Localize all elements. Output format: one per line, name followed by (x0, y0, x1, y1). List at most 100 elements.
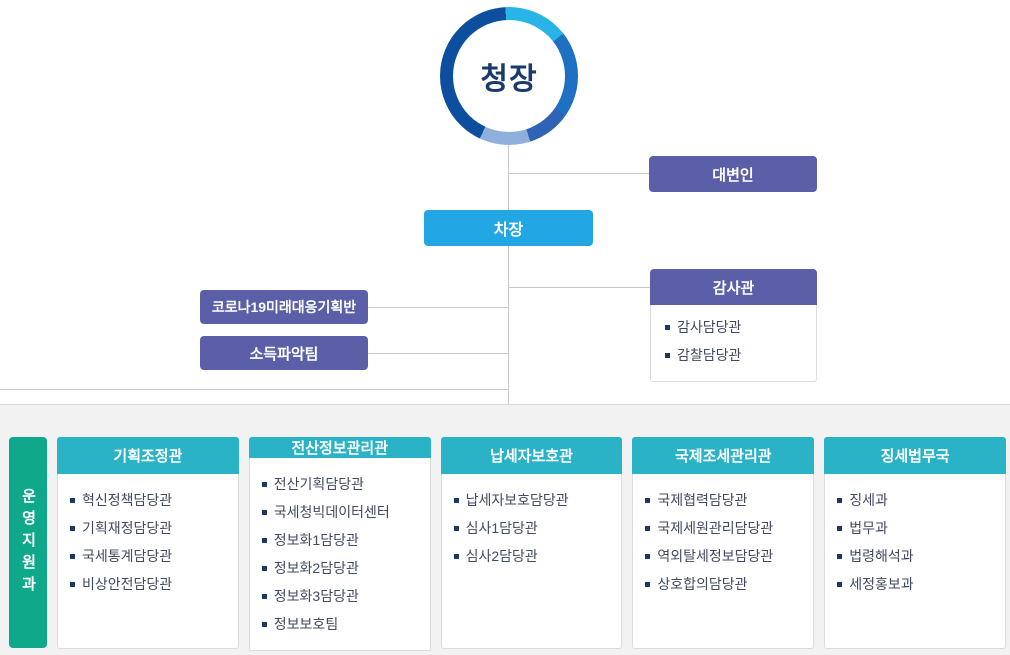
department-columns: 기획조정관 혁신정책담당관 기획재정담당관 국세통계담당관 (57, 437, 1006, 651)
department-list-item[interactable]: 납세자보호담당관 (453, 486, 610, 514)
square-bullet-icon (837, 581, 843, 587)
department-header[interactable]: 기획조정관 (57, 437, 239, 474)
audit-connector-line (509, 287, 650, 288)
department-label: 전산정보관리관 (291, 440, 388, 457)
square-bullet-icon (261, 565, 267, 571)
department-item-label: 전산기획담당관 (273, 476, 364, 492)
audit-item-label: 감찰담당관 (677, 347, 742, 363)
department-item-label: 기획재정담당관 (82, 520, 173, 536)
department-list-item[interactable]: 정보보호팀 (261, 610, 418, 638)
audit-label: 감사관 (712, 279, 755, 297)
department-item-list: 징세과 법무과 법령해석과 세정홍보과 (837, 486, 993, 598)
department-list-item[interactable]: 정보화1담당관 (261, 526, 418, 554)
square-bullet-icon (261, 593, 267, 599)
department-column: 징세법무국 징세과 법무과 법령해석과 (824, 437, 1006, 649)
department-list-item[interactable]: 역외탈세정보담당관 (645, 542, 801, 570)
department-body: 납세자보호담당관 심사1담당관 심사2담당관 (440, 474, 623, 649)
department-list-item[interactable]: 국세통계담당관 (70, 542, 226, 570)
audit-group: 감사관 감사담당관 감찰담당관 (650, 269, 817, 382)
square-bullet-icon (261, 537, 267, 543)
department-header[interactable]: 납세자보호관 (440, 437, 623, 474)
square-bullet-icon (70, 525, 75, 531)
department-item-label: 세정홍보과 (849, 576, 914, 592)
department-item-label: 심사2담당관 (465, 548, 538, 564)
square-bullet-icon (665, 324, 670, 330)
department-label: 국제조세관리관 (674, 448, 772, 465)
department-column: 기획조정관 혁신정책담당관 기획재정담당관 국세통계담당관 (57, 437, 239, 649)
department-header[interactable]: 국제조세관리관 (632, 437, 815, 474)
department-list-item[interactable]: 징세과 (837, 486, 993, 514)
audit-item-list: 감사담당관 감찰담당관 (665, 313, 802, 369)
department-item-label: 정보화1담당관 (273, 532, 359, 548)
department-column: 납세자보호관 납세자보호담당관 심사1담당관 심사2담당관 (440, 437, 623, 649)
department-item-list: 국제협력담당관 국제세원관리담당관 역외탈세정보담당관 상호합의담당관 (645, 486, 801, 598)
audit-header[interactable]: 감사관 (650, 269, 817, 305)
taskforce-covid19-label: 코로나19미래대응기획반 (211, 299, 357, 315)
department-header[interactable]: 징세법무국 (824, 437, 1006, 474)
department-item-label: 정보화3담당관 (273, 588, 359, 604)
deputy-commissioner-node[interactable]: 차장 (424, 210, 593, 246)
audit-item-label: 감사담당관 (677, 319, 742, 335)
square-bullet-icon (837, 497, 843, 503)
square-bullet-icon (837, 525, 843, 531)
department-list-item[interactable]: 심사1담당관 (453, 514, 610, 542)
department-list-item[interactable]: 국제협력담당관 (645, 486, 801, 514)
trunk-line (508, 145, 509, 405)
department-list-item[interactable]: 심사2담당관 (453, 542, 610, 570)
department-item-label: 상호합의담당관 (657, 576, 748, 592)
spokesperson-connector-line (509, 173, 649, 174)
taskforce2-connector-line (368, 353, 508, 354)
department-list-item[interactable]: 정보화2담당관 (261, 554, 418, 582)
square-bullet-icon (453, 525, 459, 531)
department-body: 혁신정책담당관 기획재정담당관 국세통계담당관 비상안전담당관 (57, 474, 239, 649)
square-bullet-icon (645, 525, 651, 531)
department-list-item[interactable]: 혁신정책담당관 (70, 486, 226, 514)
square-bullet-icon (261, 509, 267, 515)
operation-support-label: 운영지원과 (19, 487, 37, 598)
department-item-label: 혁신정책담당관 (82, 492, 173, 508)
department-list-item[interactable]: 법령해석과 (837, 542, 993, 570)
audit-list-item[interactable]: 감사담당관 (665, 313, 802, 341)
department-item-label: 법무과 (849, 520, 888, 536)
spokesperson-label: 대변인 (712, 166, 754, 184)
department-list-item[interactable]: 국제세원관리담당관 (645, 514, 801, 542)
commissioner-node: 청장 (440, 7, 578, 145)
department-label: 기획조정관 (113, 448, 183, 465)
department-item-label: 국제협력담당관 (657, 492, 748, 508)
department-list-item[interactable]: 상호합의담당관 (645, 570, 801, 598)
department-body: 징세과 법무과 법령해석과 세정홍보과 (824, 474, 1006, 649)
square-bullet-icon (453, 497, 459, 503)
taskforce-income-node[interactable]: 소득파악팀 (200, 336, 368, 370)
department-list-item[interactable]: 기획재정담당관 (70, 514, 226, 542)
department-list-item[interactable]: 비상안전담당관 (70, 570, 226, 598)
spokesperson-node[interactable]: 대변인 (649, 156, 817, 192)
department-list-item[interactable]: 국세청빅데이터센터 (261, 498, 418, 526)
commissioner-label: 청장 (480, 63, 538, 96)
department-column: 국제조세관리관 국제협력담당관 국제세원관리담당관 역외탈세정보담당관 (632, 437, 815, 649)
square-bullet-icon (70, 497, 75, 503)
taskforce-covid19-node[interactable]: 코로나19미래대응기획반 (200, 290, 368, 324)
bottom-connector-line (0, 389, 508, 390)
operation-support-node[interactable]: 운영지원과 (9, 437, 47, 648)
department-item-list: 전산기획담당관 국세청빅데이터센터 정보화1담당관 정보화2담당관 (261, 470, 418, 638)
square-bullet-icon (645, 553, 651, 559)
department-item-label: 납세자보호담당관 (465, 492, 569, 508)
audit-list-item[interactable]: 감찰담당관 (665, 341, 802, 369)
department-list-item[interactable]: 세정홍보과 (837, 570, 993, 598)
department-column: 전산정보관리관 전산기획담당관 국세청빅데이터센터 정보화1담당관 (248, 437, 431, 651)
department-item-label: 정보화2담당관 (273, 560, 359, 576)
department-item-label: 비상안전담당관 (82, 576, 173, 592)
department-label: 징세법무국 (880, 448, 950, 465)
department-header[interactable]: 전산정보관리관 (248, 437, 431, 458)
department-item-label: 정보보호팀 (273, 616, 339, 632)
department-list-item[interactable]: 법무과 (837, 514, 993, 542)
square-bullet-icon (837, 553, 843, 559)
department-list-item[interactable]: 전산기획담당관 (261, 470, 418, 498)
department-list-item[interactable]: 정보화3담당관 (261, 582, 418, 610)
square-bullet-icon (453, 553, 459, 559)
department-item-label: 국세통계담당관 (82, 548, 173, 564)
department-body: 국제협력담당관 국제세원관리담당관 역외탈세정보담당관 상호합의담당관 (632, 474, 815, 649)
department-item-label: 심사1담당관 (465, 520, 538, 536)
department-item-label: 국제세원관리담당관 (657, 520, 774, 536)
